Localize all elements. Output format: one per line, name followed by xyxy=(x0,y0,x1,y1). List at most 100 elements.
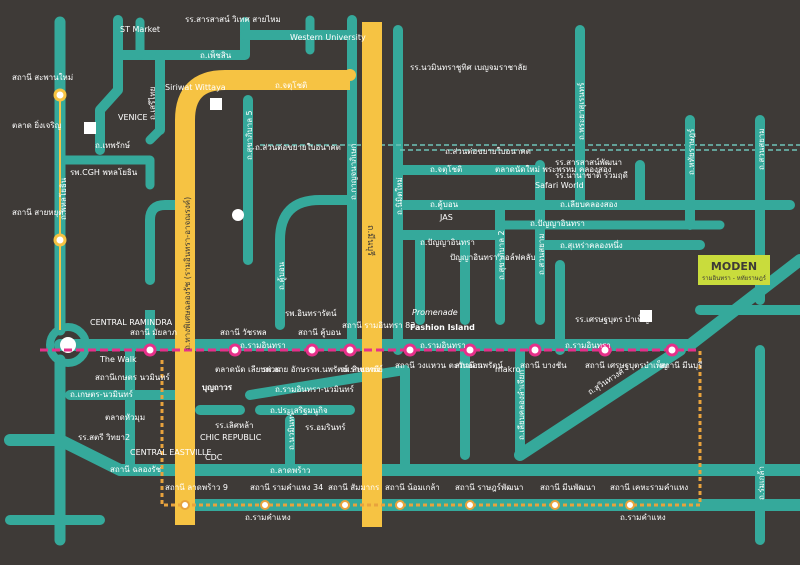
station-labels: สถานี สะพานใหม่ สถานี สายหยุด สถานี มัยล… xyxy=(12,73,703,492)
place-label: รร.สตรี วิทยา2 xyxy=(78,433,130,442)
place-label: รพ.นพรัตน์ ราชธานี xyxy=(310,364,380,374)
station-markers xyxy=(53,88,679,510)
station-label: สถานี รามคำแหง 34 xyxy=(250,483,323,492)
station-label: สถานี มีนบุรี xyxy=(660,361,703,370)
orange-line xyxy=(160,350,702,507)
place-label: รพ.สินแพทย์ xyxy=(340,364,383,374)
station-label: สถานี ราษฎร์พัฒนา xyxy=(455,482,523,492)
station-label: สถานี เคหะรามคำแหง xyxy=(610,483,688,492)
road-label: ถ.รามคำแหง xyxy=(245,513,291,522)
road-label: ถ.สวนสยาม xyxy=(537,233,546,275)
road-label: ถ.พระยาสุเรนทร์ xyxy=(576,82,586,140)
place-label: บุญถาวร xyxy=(202,383,233,393)
road-label: ถ.สุขาภิบาล 5 xyxy=(245,110,254,160)
place-label: รพ.สาย อักษร xyxy=(262,365,311,374)
road-label: ถ.รามคำแหง xyxy=(620,513,666,522)
road-label: ถ.เสรีไทย xyxy=(148,87,157,120)
road-label: ถ.เทพรักษ์ xyxy=(95,140,130,150)
station-label: สถานี มัยลาภ xyxy=(130,328,177,337)
road-label: ถ.เลียบคลองลำเจียก xyxy=(517,370,526,440)
station-label: สถานี สัมมากร xyxy=(328,483,380,492)
road-label: ถ.ส่วนต่อขยายใบอนาคต xyxy=(445,147,531,156)
road-label: ถ.เลียบคลองสอง xyxy=(560,200,617,209)
place-label: ปัญญาอินทรา กอล์ฟคลับ xyxy=(450,252,536,262)
road-label: ถ.สุขาภิบาล 2 xyxy=(497,230,506,280)
road-label: ถ.นวมินทร์ xyxy=(286,412,296,450)
station-label: สถานี นพรัตน์ xyxy=(455,360,503,370)
place-label: รร.สารสาสน์ วิเทศ สายไหม xyxy=(185,14,281,24)
bts-icon xyxy=(344,69,356,81)
place-label: รร.อมรินทร์ xyxy=(305,422,346,432)
place-label: Safari World xyxy=(535,181,584,190)
road-label: ถ.ปัญญาอินทรา xyxy=(420,238,475,247)
road-label: ถ.คู้บอน xyxy=(430,200,459,210)
place-label: รพ.CGH พหลโยธิน xyxy=(70,167,138,177)
road-label: ถ.เพ็ชสิน xyxy=(200,50,232,60)
road-label: ถ.รามอินทรา xyxy=(420,341,466,350)
moden-brand: MODEN xyxy=(711,260,757,273)
road-label: ถ.จตุโชติ xyxy=(275,80,307,90)
place-label: Fashion Island xyxy=(410,323,475,332)
station-label: สถานี สายหยุด xyxy=(12,208,63,217)
place-label: Promenade xyxy=(412,308,458,317)
road-label: ถ.ลาดพร้าว xyxy=(270,466,311,475)
station-label: สถานี เศรษฐบุตรบำเพ็ญ xyxy=(585,360,668,370)
station-label: สถานีเกษตร นวมินทร์ xyxy=(95,372,171,382)
road-label: ถ.จตุโชติ xyxy=(430,164,462,174)
road-label: ถ.ปัญญาอินทรา xyxy=(530,219,585,228)
station-label: สถานี มีนพัฒนา xyxy=(540,483,595,492)
pin-icons xyxy=(84,69,652,322)
road-label: ถ.ประเสริฐมนูกิจ xyxy=(270,406,328,416)
place-label: CHIC REPUBLIC xyxy=(200,433,262,442)
road-label: ถ.ส่วนต่อขยายใบอนาคต xyxy=(255,143,341,152)
station-label: สถานี ฉลองรัช xyxy=(110,465,162,474)
station-label: สถานี สะพานใหม่ xyxy=(12,73,73,82)
road-network xyxy=(4,15,800,546)
pin-icon xyxy=(232,209,244,221)
station-label: สถานี ลาดพร้าว 9 xyxy=(165,483,228,492)
moden-logo[interactable]: MODEN รามอินทรา - หทัยราษฎร์ xyxy=(698,255,770,285)
road-label: ถ.ร่มเกล้า xyxy=(757,466,766,500)
road-label: ถ.พหลโยธิน xyxy=(58,177,68,220)
place-label: ตลาด ยิ่งเจริญ xyxy=(12,119,62,130)
expressway xyxy=(175,22,382,527)
station-label: สถานี คู้บอน xyxy=(298,328,341,338)
place-label: รร.สารสาสน์พัฒนา xyxy=(555,157,622,167)
road-label: ถ.ทางพิเศษฉลองรัช (รามอินทรา-อาจณรงค์) xyxy=(182,197,192,350)
station-label: สถานี น้อมเกล้า xyxy=(385,483,440,492)
station-label: สถานี บางชัน xyxy=(520,361,567,370)
building-icon xyxy=(84,122,96,134)
road-label: ถ.กาญจนาภิเษก xyxy=(349,144,358,200)
place-label: CDC xyxy=(205,453,223,462)
place-label: CENTRAL EASTVILLE xyxy=(130,448,212,457)
station-label: สถานี รามอินทรา 83 xyxy=(342,321,415,330)
road-label: ถ.มีนบุรี xyxy=(365,225,376,256)
place-label: Siriwat Wittaya xyxy=(165,83,226,92)
road-label: ถ.เกษตร-นวมินทร์ xyxy=(70,389,134,399)
place-label: รร.นานาชาติ ร่วมฤดี xyxy=(555,171,628,180)
place-label: รร.เศรษฐบุตร บำเพ็ญ xyxy=(575,314,650,324)
place-label: ตลาดนัด เลียบด่วน xyxy=(215,365,281,374)
road-label: ถ.รามอินทรา xyxy=(240,341,286,350)
road-label: ถ.นิมิตใหม่ xyxy=(395,177,404,215)
moden-sub: รามอินทรา - หทัยราษฎร์ xyxy=(702,274,767,282)
station-label: สถานี วัชรพล xyxy=(220,328,267,337)
place-label: รร.เลิศหล้า xyxy=(215,421,254,430)
building-icon xyxy=(210,98,222,110)
place-label: ตลาดนัดใหม่ พระพรหม คลองสอง xyxy=(495,165,612,174)
building-icon xyxy=(640,310,652,322)
road-label: ถ.สวนสยาม xyxy=(757,128,766,170)
place-label: JAS xyxy=(439,213,453,222)
place-label: VENICE xyxy=(118,113,148,122)
road-label: ถ.หทัยราษฎร์ xyxy=(686,128,696,175)
road-label: ถ.รามอินทรา-นวมินทร์ xyxy=(275,384,355,394)
place-label: ตลาดหัวมุม xyxy=(105,413,145,422)
road-label: ถ.คู้บอน xyxy=(277,261,287,290)
place-label: ST Market xyxy=(120,25,160,34)
road-label: ถ.รามอินทรา xyxy=(565,341,611,350)
place-label: รร.นวมินทราชูทิศ เบญจมราชาลัย xyxy=(410,63,527,73)
road-labels: ถ.เพ็ชสิน ถ.จตุโชติ ถ.เทพรักษ์ ถ.ส่วนต่อ… xyxy=(58,50,766,522)
place-labels: ST Market รร.สารสาสน์ วิเทศ สายไหม Weste… xyxy=(12,14,650,462)
place-label: CENTRAL RAMINDRA xyxy=(90,318,173,327)
